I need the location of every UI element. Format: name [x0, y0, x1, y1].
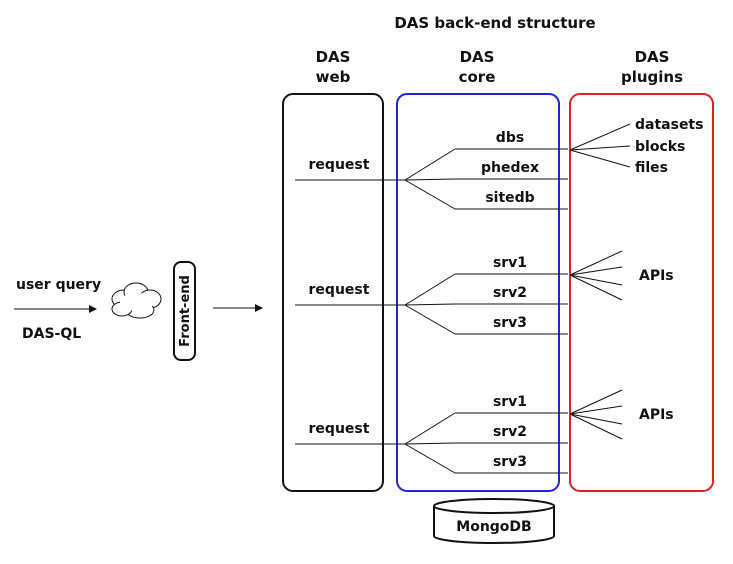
plugin-fan-2-1: [569, 250, 623, 276]
service-label-3-1: srv1: [493, 394, 527, 410]
service-branch-2-1: [404, 273, 456, 306]
cloud-icon: [111, 282, 162, 319]
mongodb-label: MongoDB: [456, 519, 531, 535]
service-branch-3-3: [404, 443, 456, 474]
plugin-fan-2-2: [569, 266, 623, 276]
service-label-2-2: srv2: [493, 285, 527, 301]
service-label-1-1: dbs: [496, 130, 524, 146]
plugin-fan-3-2: [569, 405, 623, 415]
web-column-header-line1: DAS: [316, 48, 351, 66]
plugin-apis-label-3: APIs: [639, 407, 674, 423]
plugins-column-header-line1: DAS: [635, 48, 670, 66]
service-branch-1-3: [404, 179, 456, 210]
frontend-box: [173, 261, 196, 361]
service-label-1-3: sitedb: [485, 190, 534, 206]
service-label-2-1: srv1: [493, 255, 527, 271]
web-column-header-line2: web: [316, 68, 351, 86]
service-label-1-2: phedex: [481, 160, 539, 176]
service-branch-1-2: [404, 178, 456, 181]
request-label-2: request: [309, 282, 370, 298]
core-column-header-line2: core: [459, 68, 496, 86]
plugin-apis-label-2: APIs: [639, 268, 674, 284]
plugin-fan-1-2: [569, 145, 631, 151]
service-label-2-3: srv3: [493, 315, 527, 331]
plugin-fan-3-4: [569, 413, 623, 440]
service-branch-3-2: [404, 442, 456, 445]
request-label-3: request: [309, 421, 370, 437]
user-query-label: user query: [16, 277, 101, 293]
core-column-header-line1: DAS: [460, 48, 495, 66]
das-ql-label: DAS-QL: [22, 326, 81, 342]
plugin-label-1-2: blocks: [635, 139, 685, 155]
service-branch-3-1: [404, 412, 456, 445]
service-label-3-3: srv3: [493, 454, 527, 470]
plugin-fan-1-3: [569, 149, 631, 168]
das-plugins-box: [569, 93, 714, 492]
das-web-box: [282, 93, 384, 492]
service-label-3-2: srv2: [493, 424, 527, 440]
plugin-label-1-1: datasets: [635, 117, 703, 133]
plugin-fan-3-1: [569, 389, 623, 415]
plugin-fan-3-3: [569, 413, 623, 425]
plugin-fan-2-3: [569, 274, 623, 286]
request-label-1: request: [309, 157, 370, 173]
plugins-column-header-line2: plugins: [621, 68, 683, 86]
service-branch-1-1: [404, 148, 456, 181]
frontend-label: Front-end: [178, 275, 193, 347]
service-branch-2-2: [404, 303, 456, 306]
mongodb-cylinder: [433, 498, 555, 544]
plugin-fan-1-1: [569, 123, 631, 151]
das-core-box: [396, 93, 560, 492]
service-branch-2-3: [404, 304, 456, 335]
plugin-label-1-3: files: [635, 160, 668, 176]
diagram-title: DAS back-end structure: [394, 14, 595, 32]
plugin-fan-2-4: [569, 274, 623, 301]
